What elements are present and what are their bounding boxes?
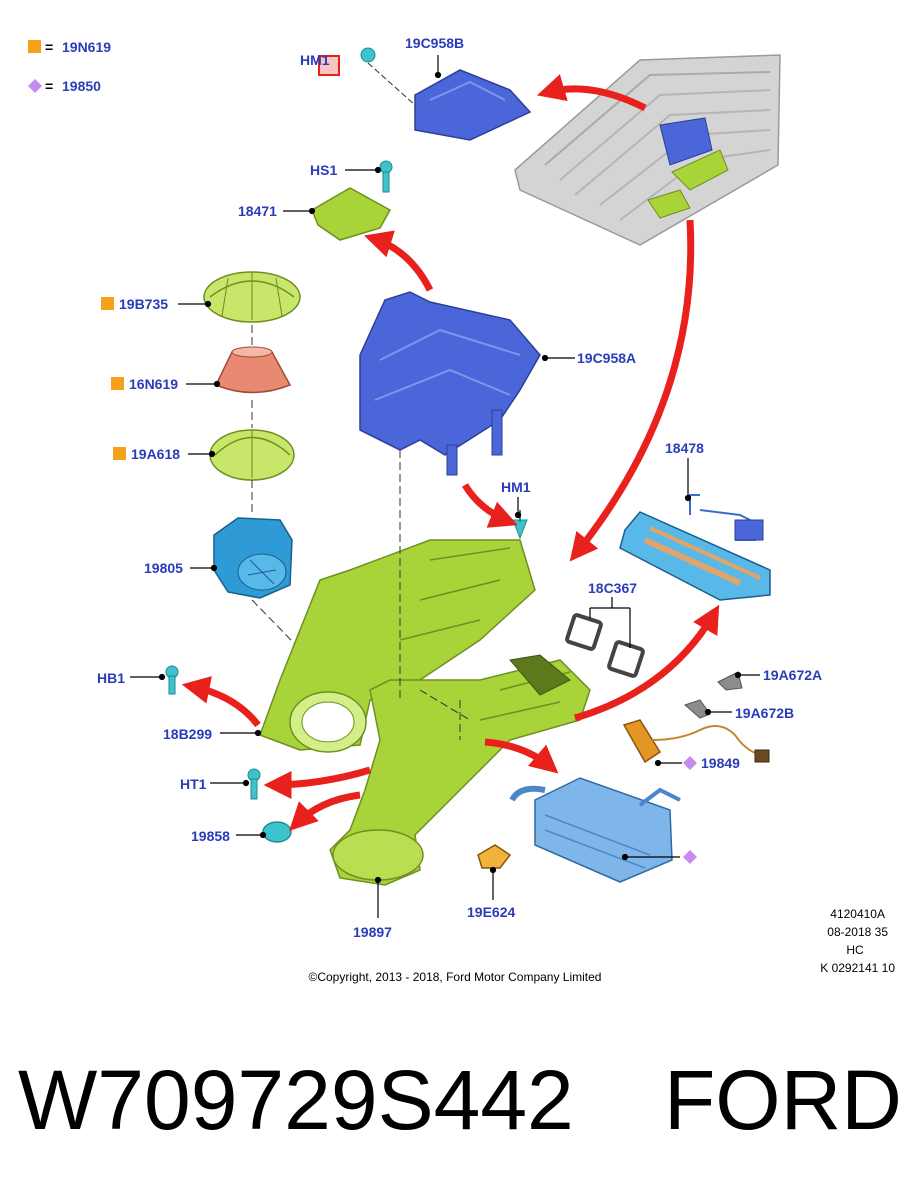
- part-19C958A-shape: [359, 291, 541, 476]
- exploded-parts-diagram: = 19N619 = 19850: [28, 35, 896, 984]
- part-19C958B-shape: [414, 69, 532, 141]
- meta-line-2: 08-2018 35: [827, 925, 888, 939]
- assembly-arrows: [181, 74, 720, 831]
- label-19A618: 19A618: [131, 446, 180, 462]
- label-HB1: HB1: [97, 670, 125, 686]
- label-19A672B: 19A672B: [735, 705, 794, 721]
- part-19849-shape: [622, 719, 770, 764]
- legend-diamond-marker: [28, 79, 42, 93]
- part-19850-evaporator-shape: [509, 777, 681, 883]
- arrow-to-evaporator: [484, 738, 559, 774]
- part-19A672B-shape: [684, 699, 711, 719]
- fastener-HT1: [247, 768, 261, 800]
- label-16N619: 16N619: [129, 376, 178, 392]
- arrow-to-HT1: [263, 766, 372, 799]
- arrow-floor-to-18478: [569, 219, 695, 562]
- part-18471-shape: [311, 187, 392, 241]
- fastener-HS1: [379, 160, 393, 193]
- part-16N619-shape: [214, 351, 292, 394]
- meta-line-4: K 0292141 10: [820, 961, 895, 975]
- copyright-notice: ©Copyright, 2013 - 2018, Ford Motor Comp…: [309, 970, 602, 984]
- legend-square-code: 19N619: [62, 39, 111, 55]
- label-HT1: HT1: [180, 776, 207, 792]
- part-18478-shape: [619, 494, 771, 601]
- label-19A672A: 19A672A: [763, 667, 822, 683]
- part-19E624-shape: [477, 844, 512, 869]
- legend-equals-2: =: [45, 78, 53, 94]
- marker-16N619: [111, 377, 124, 390]
- legend: = 19N619 = 19850: [28, 39, 111, 94]
- label-19E624: 19E624: [467, 904, 515, 920]
- part-19897-shape: [332, 829, 424, 881]
- label-19B735: 19B735: [119, 296, 168, 312]
- brand-name: FORD: [664, 1053, 902, 1147]
- arrow-to-HM1: [461, 483, 518, 528]
- label-HS1: HS1: [310, 162, 337, 178]
- legend-equals-1: =: [45, 39, 53, 55]
- caption-bar: W709729S442 FORD: [18, 1040, 908, 1190]
- label-18C367: 18C367: [588, 580, 637, 596]
- part-19858-shape: [262, 821, 292, 843]
- label-18B299: 18B299: [163, 726, 212, 742]
- label-19805: 19805: [144, 560, 183, 576]
- hvac-housing-main: [259, 539, 591, 886]
- arrow-duct-to-18471: [363, 230, 434, 292]
- marker-19850: [683, 850, 697, 864]
- fastener-HB1: [165, 665, 179, 695]
- label-18478: 18478: [665, 440, 704, 456]
- part-number: W709729S442: [18, 1053, 574, 1147]
- marker-19849: [683, 756, 697, 770]
- label-19897: 19897: [353, 924, 392, 940]
- legend-diamond-code: 19850: [62, 78, 101, 94]
- label-19849: 19849: [701, 755, 740, 771]
- arrow-to-19858: [289, 791, 361, 831]
- arrow-floor-to-19C958B: [536, 74, 647, 112]
- meta-line-3: HC: [846, 943, 864, 957]
- part-18C367-seal-1: [565, 613, 603, 651]
- part-labels: 19C958B HM1 HS1 18471 19B735 16N619 19A6…: [97, 35, 822, 940]
- arrow-to-HB1: [181, 676, 261, 728]
- legend-square-marker: [28, 40, 41, 53]
- vehicle-floor-pan-illustration: [514, 54, 781, 246]
- label-18471: 18471: [238, 203, 277, 219]
- marker-19A618: [113, 447, 126, 460]
- part-18C367-seal-2: [607, 640, 645, 678]
- fastener-HM1-top: [360, 47, 376, 63]
- label-19C958A: 19C958A: [577, 350, 636, 366]
- leader-lines: [130, 55, 760, 918]
- label-HM1-top: HM1: [300, 52, 330, 68]
- arrow-to-heater-core: [574, 604, 720, 722]
- part-19805-shape: [213, 517, 293, 599]
- drawing-metadata: 4120410A 08-2018 35 HC K 0292141 10 ©Cop…: [309, 907, 896, 984]
- label-19C958B: 19C958B: [405, 35, 464, 51]
- highlight-box: [318, 55, 340, 76]
- label-HM1: HM1: [501, 479, 531, 495]
- marker-19B735: [101, 297, 114, 310]
- label-19858: 19858: [191, 828, 230, 844]
- meta-line-1: 4120410A: [830, 907, 885, 921]
